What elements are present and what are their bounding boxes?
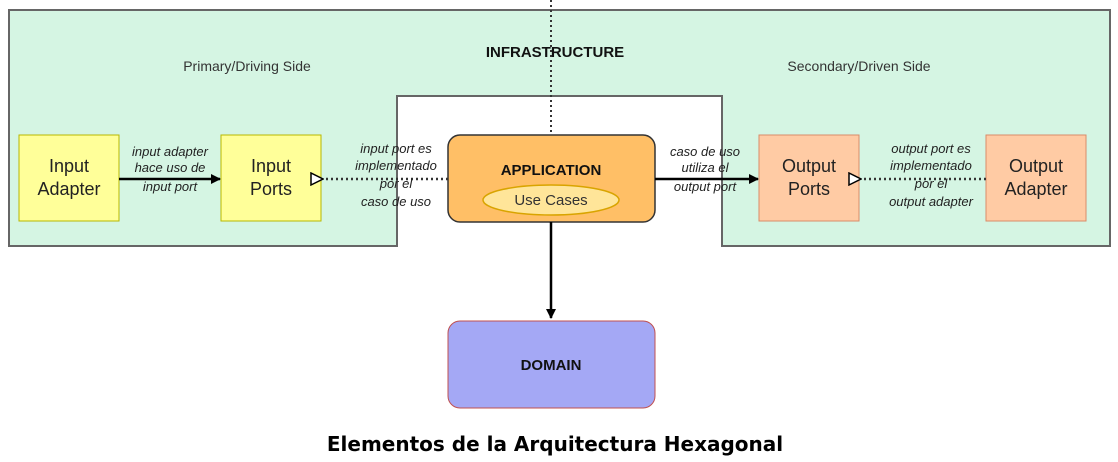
input-port-note-line-2: implementado xyxy=(355,158,437,173)
diagram-title: Elementos de la Arquitectura Hexagonal xyxy=(327,432,783,456)
infrastructure-label: INFRASTRUCTURE xyxy=(486,44,624,61)
input-ports-box xyxy=(220,134,322,222)
caso-uso-note: caso de uso utiliza el output port xyxy=(670,144,740,194)
input-port-note-line-3: por el xyxy=(379,176,414,191)
input-ports-label-2: Ports xyxy=(250,179,292,199)
output-port-note: output port es implementado por el outpu… xyxy=(889,141,974,209)
output-ports-label-2: Ports xyxy=(788,179,830,199)
output-port-note-line-3: por el xyxy=(914,176,949,191)
application-label: APPLICATION xyxy=(501,162,602,179)
caso-uso-note-line-1: caso de uso xyxy=(670,144,740,159)
use-cases-label: Use Cases xyxy=(514,192,587,209)
output-port-note-line-1: output port es xyxy=(891,141,971,156)
input-adapter-note-line-2: hace uso de xyxy=(135,160,206,175)
input-adapter-box xyxy=(18,134,120,222)
primary-side-label: Primary/Driving Side xyxy=(183,58,311,74)
input-adapter-note: input adapter hace uso de input port xyxy=(132,144,209,194)
input-port-note: input port es implementado por el caso d… xyxy=(355,141,437,209)
output-adapter-label-2: Adapter xyxy=(1004,179,1067,199)
output-adapter-box xyxy=(985,134,1087,222)
output-ports-label-1: Output xyxy=(782,156,836,176)
input-adapter-note-line-1: input adapter xyxy=(132,144,209,159)
caso-uso-note-line-3: output port xyxy=(674,179,738,194)
domain-box xyxy=(447,320,656,409)
output-ports-box xyxy=(758,134,860,222)
secondary-side-label: Secondary/Driven Side xyxy=(787,58,930,74)
use-cases-ellipse xyxy=(482,184,620,216)
input-port-note-line-1: input port es xyxy=(360,141,432,156)
input-adapter-note-line-3: input port xyxy=(143,179,199,194)
output-adapter-label-1: Output xyxy=(1009,156,1063,176)
caso-uso-note-line-2: utiliza el xyxy=(682,160,730,175)
output-port-note-line-2: implementado xyxy=(890,158,972,173)
input-ports-label-1: Input xyxy=(251,156,291,176)
domain-label: DOMAIN xyxy=(521,357,582,374)
input-port-note-line-4: caso de uso xyxy=(361,194,431,209)
input-adapter-label-2: Adapter xyxy=(37,179,100,199)
output-port-note-line-4: output adapter xyxy=(889,194,974,209)
input-adapter-label-1: Input xyxy=(49,156,89,176)
